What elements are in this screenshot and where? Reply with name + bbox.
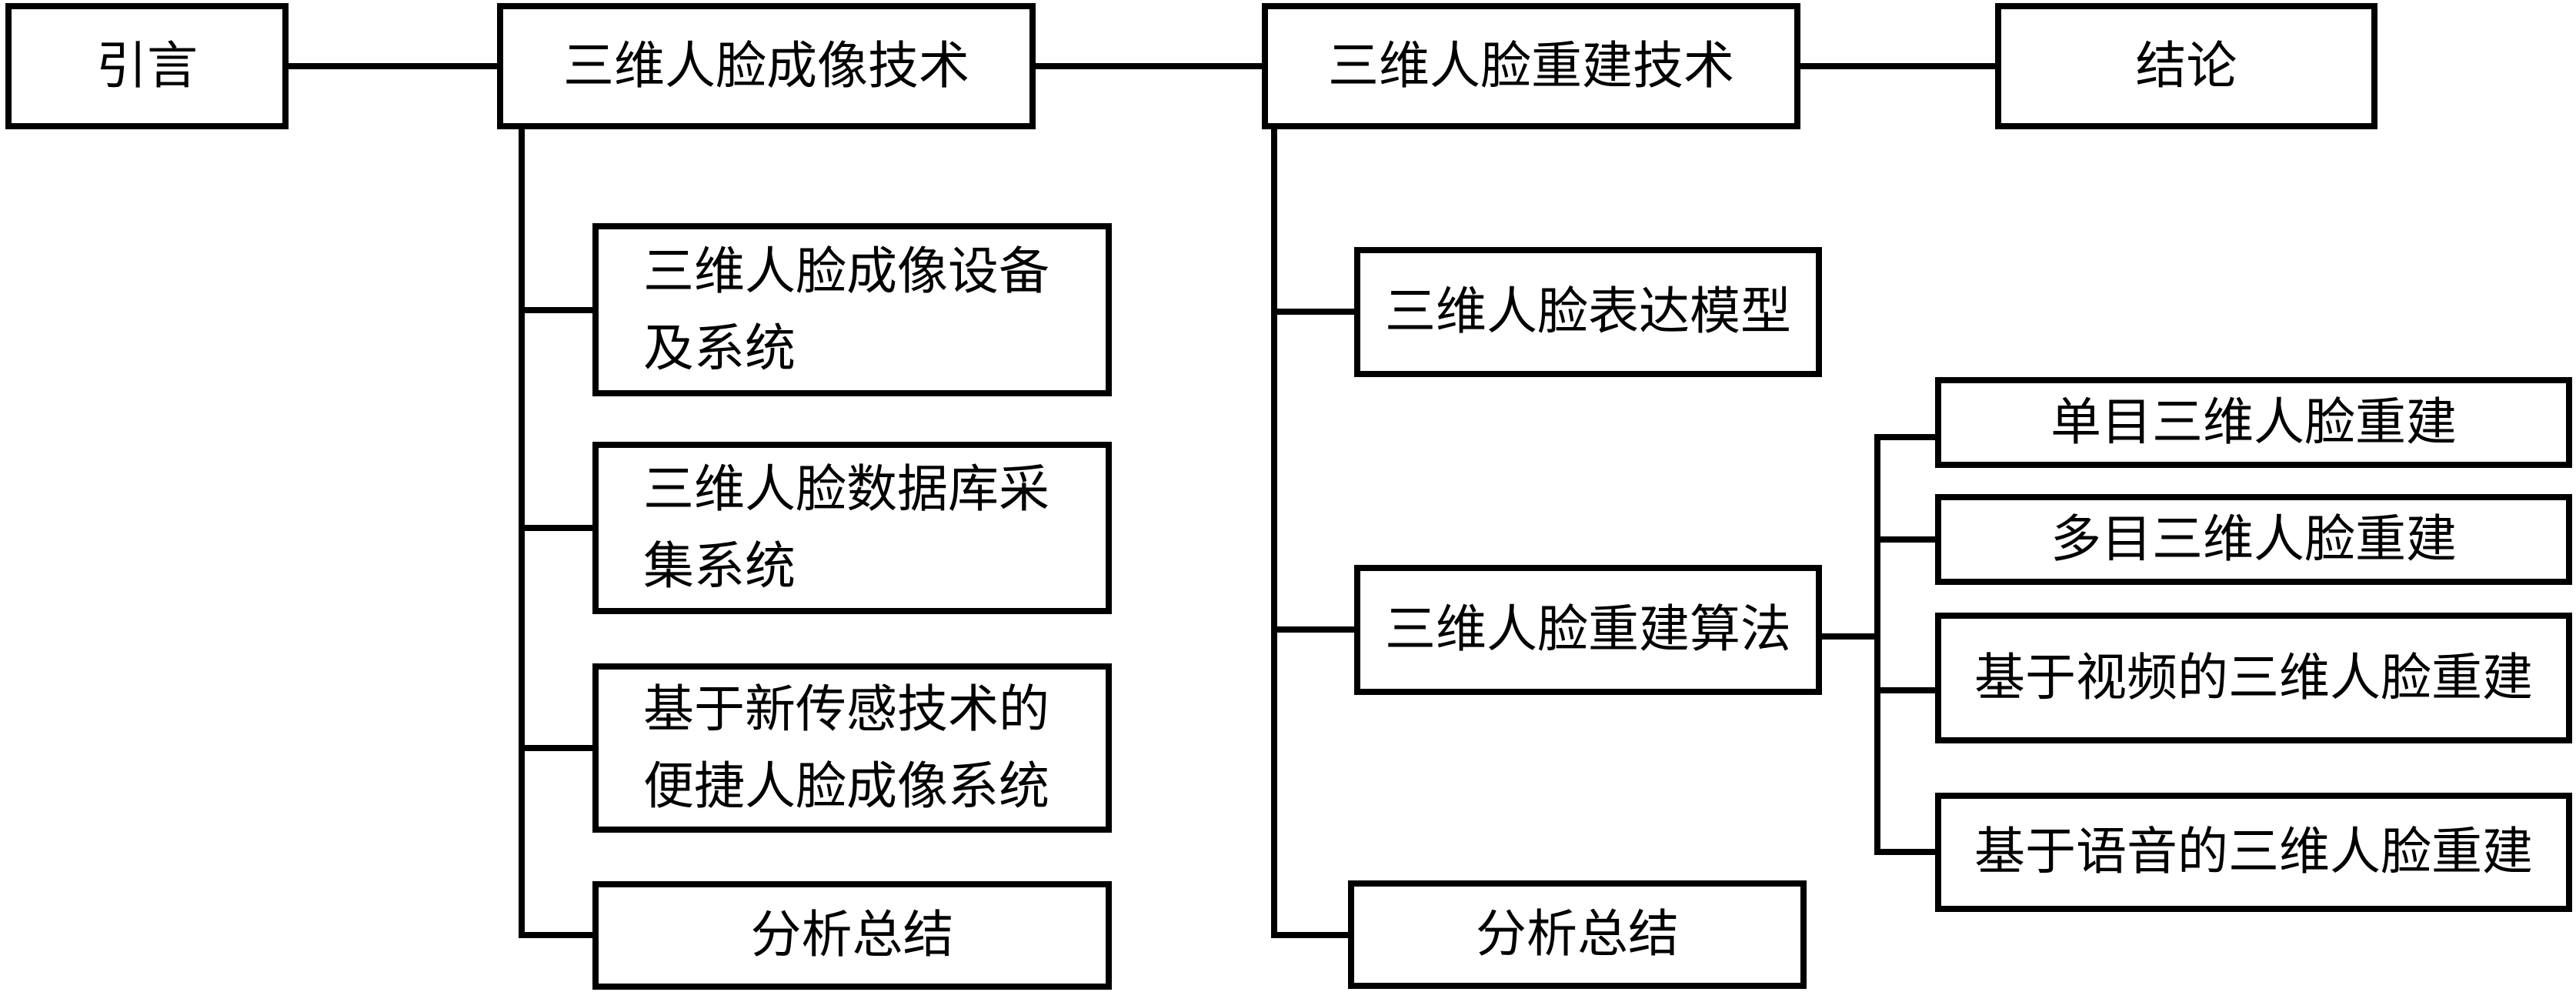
branch-imaging-child-0 xyxy=(519,307,592,313)
node-imaging-devices: 三维人脸成像设备及系统 xyxy=(592,223,1112,396)
node-speech-reconstruction: 基于语音的三维人脸重建 xyxy=(1935,793,2572,912)
node-video-reconstruction: 基于视频的三维人脸重建 xyxy=(1935,613,2572,743)
node-reconstruction-summary: 分析总结 xyxy=(1348,880,1807,989)
node-multiview-reconstruction-label: 多目三维人脸重建 xyxy=(2050,509,2457,569)
branch-reconstruction-child-0 xyxy=(1271,309,1354,315)
trunk-imaging xyxy=(519,129,525,938)
trunk-algorithm xyxy=(1874,434,1880,855)
node-reconstruction-summary-label: 分析总结 xyxy=(1476,904,1679,964)
trunk-reconstruction xyxy=(1271,129,1277,938)
node-conclusion-label: 结论 xyxy=(2135,35,2237,95)
connector-imaging-reconstruction xyxy=(1036,63,1262,69)
node-intro-label: 引言 xyxy=(96,35,198,95)
node-imaging-summary-label: 分析总结 xyxy=(750,905,954,965)
branch-imaging-child-3 xyxy=(519,932,592,938)
node-reconstruction-algorithm: 三维人脸重建算法 xyxy=(1354,565,1822,695)
node-video-reconstruction-label: 基于视频的三维人脸重建 xyxy=(1974,647,2533,707)
connector-reconstruction-conclusion xyxy=(1800,63,1995,69)
branch-reconstruction-child-1 xyxy=(1271,626,1354,633)
branch-algorithm-child-3 xyxy=(1874,849,1935,855)
connector-algorithm-trunk xyxy=(1822,633,1880,640)
node-representation-model-label: 三维人脸表达模型 xyxy=(1385,282,1791,342)
branch-imaging-child-1 xyxy=(519,525,592,531)
connector-intro-imaging xyxy=(289,63,497,69)
node-imaging-devices-label: 三维人脸成像设备及系统 xyxy=(643,241,1049,378)
node-imaging-new-sensing: 基于新传感技术的便捷人脸成像系统 xyxy=(592,663,1112,833)
node-representation-model: 三维人脸表达模型 xyxy=(1354,247,1822,377)
node-imaging-database-label: 三维人脸数据库采集系统 xyxy=(643,459,1049,596)
node-imaging-summary: 分析总结 xyxy=(592,881,1112,990)
node-reconstruction-algorithm-label: 三维人脸重建算法 xyxy=(1385,600,1791,660)
node-monocular-reconstruction-label: 单目三维人脸重建 xyxy=(2050,392,2457,452)
node-imaging: 三维人脸成像技术 xyxy=(497,3,1036,129)
node-imaging-label: 三维人脸成像技术 xyxy=(563,35,969,95)
branch-algorithm-child-0 xyxy=(1874,434,1935,440)
branch-reconstruction-child-2 xyxy=(1271,932,1348,938)
node-speech-reconstruction-label: 基于语音的三维人脸重建 xyxy=(1974,822,2533,882)
node-intro: 引言 xyxy=(5,3,289,129)
node-conclusion: 结论 xyxy=(1995,3,2377,129)
branch-algorithm-child-1 xyxy=(1874,536,1935,543)
node-monocular-reconstruction: 单目三维人脸重建 xyxy=(1935,377,2572,468)
branch-algorithm-child-2 xyxy=(1874,687,1935,693)
branch-imaging-child-2 xyxy=(519,745,592,751)
node-reconstruction-label: 三维人脸重建技术 xyxy=(1328,35,1734,95)
node-imaging-database: 三维人脸数据库采集系统 xyxy=(592,442,1112,614)
node-imaging-new-sensing-label: 基于新传感技术的便捷人脸成像系统 xyxy=(643,680,1049,816)
node-reconstruction: 三维人脸重建技术 xyxy=(1262,3,1800,129)
node-multiview-reconstruction: 多目三维人脸重建 xyxy=(1935,494,2572,585)
